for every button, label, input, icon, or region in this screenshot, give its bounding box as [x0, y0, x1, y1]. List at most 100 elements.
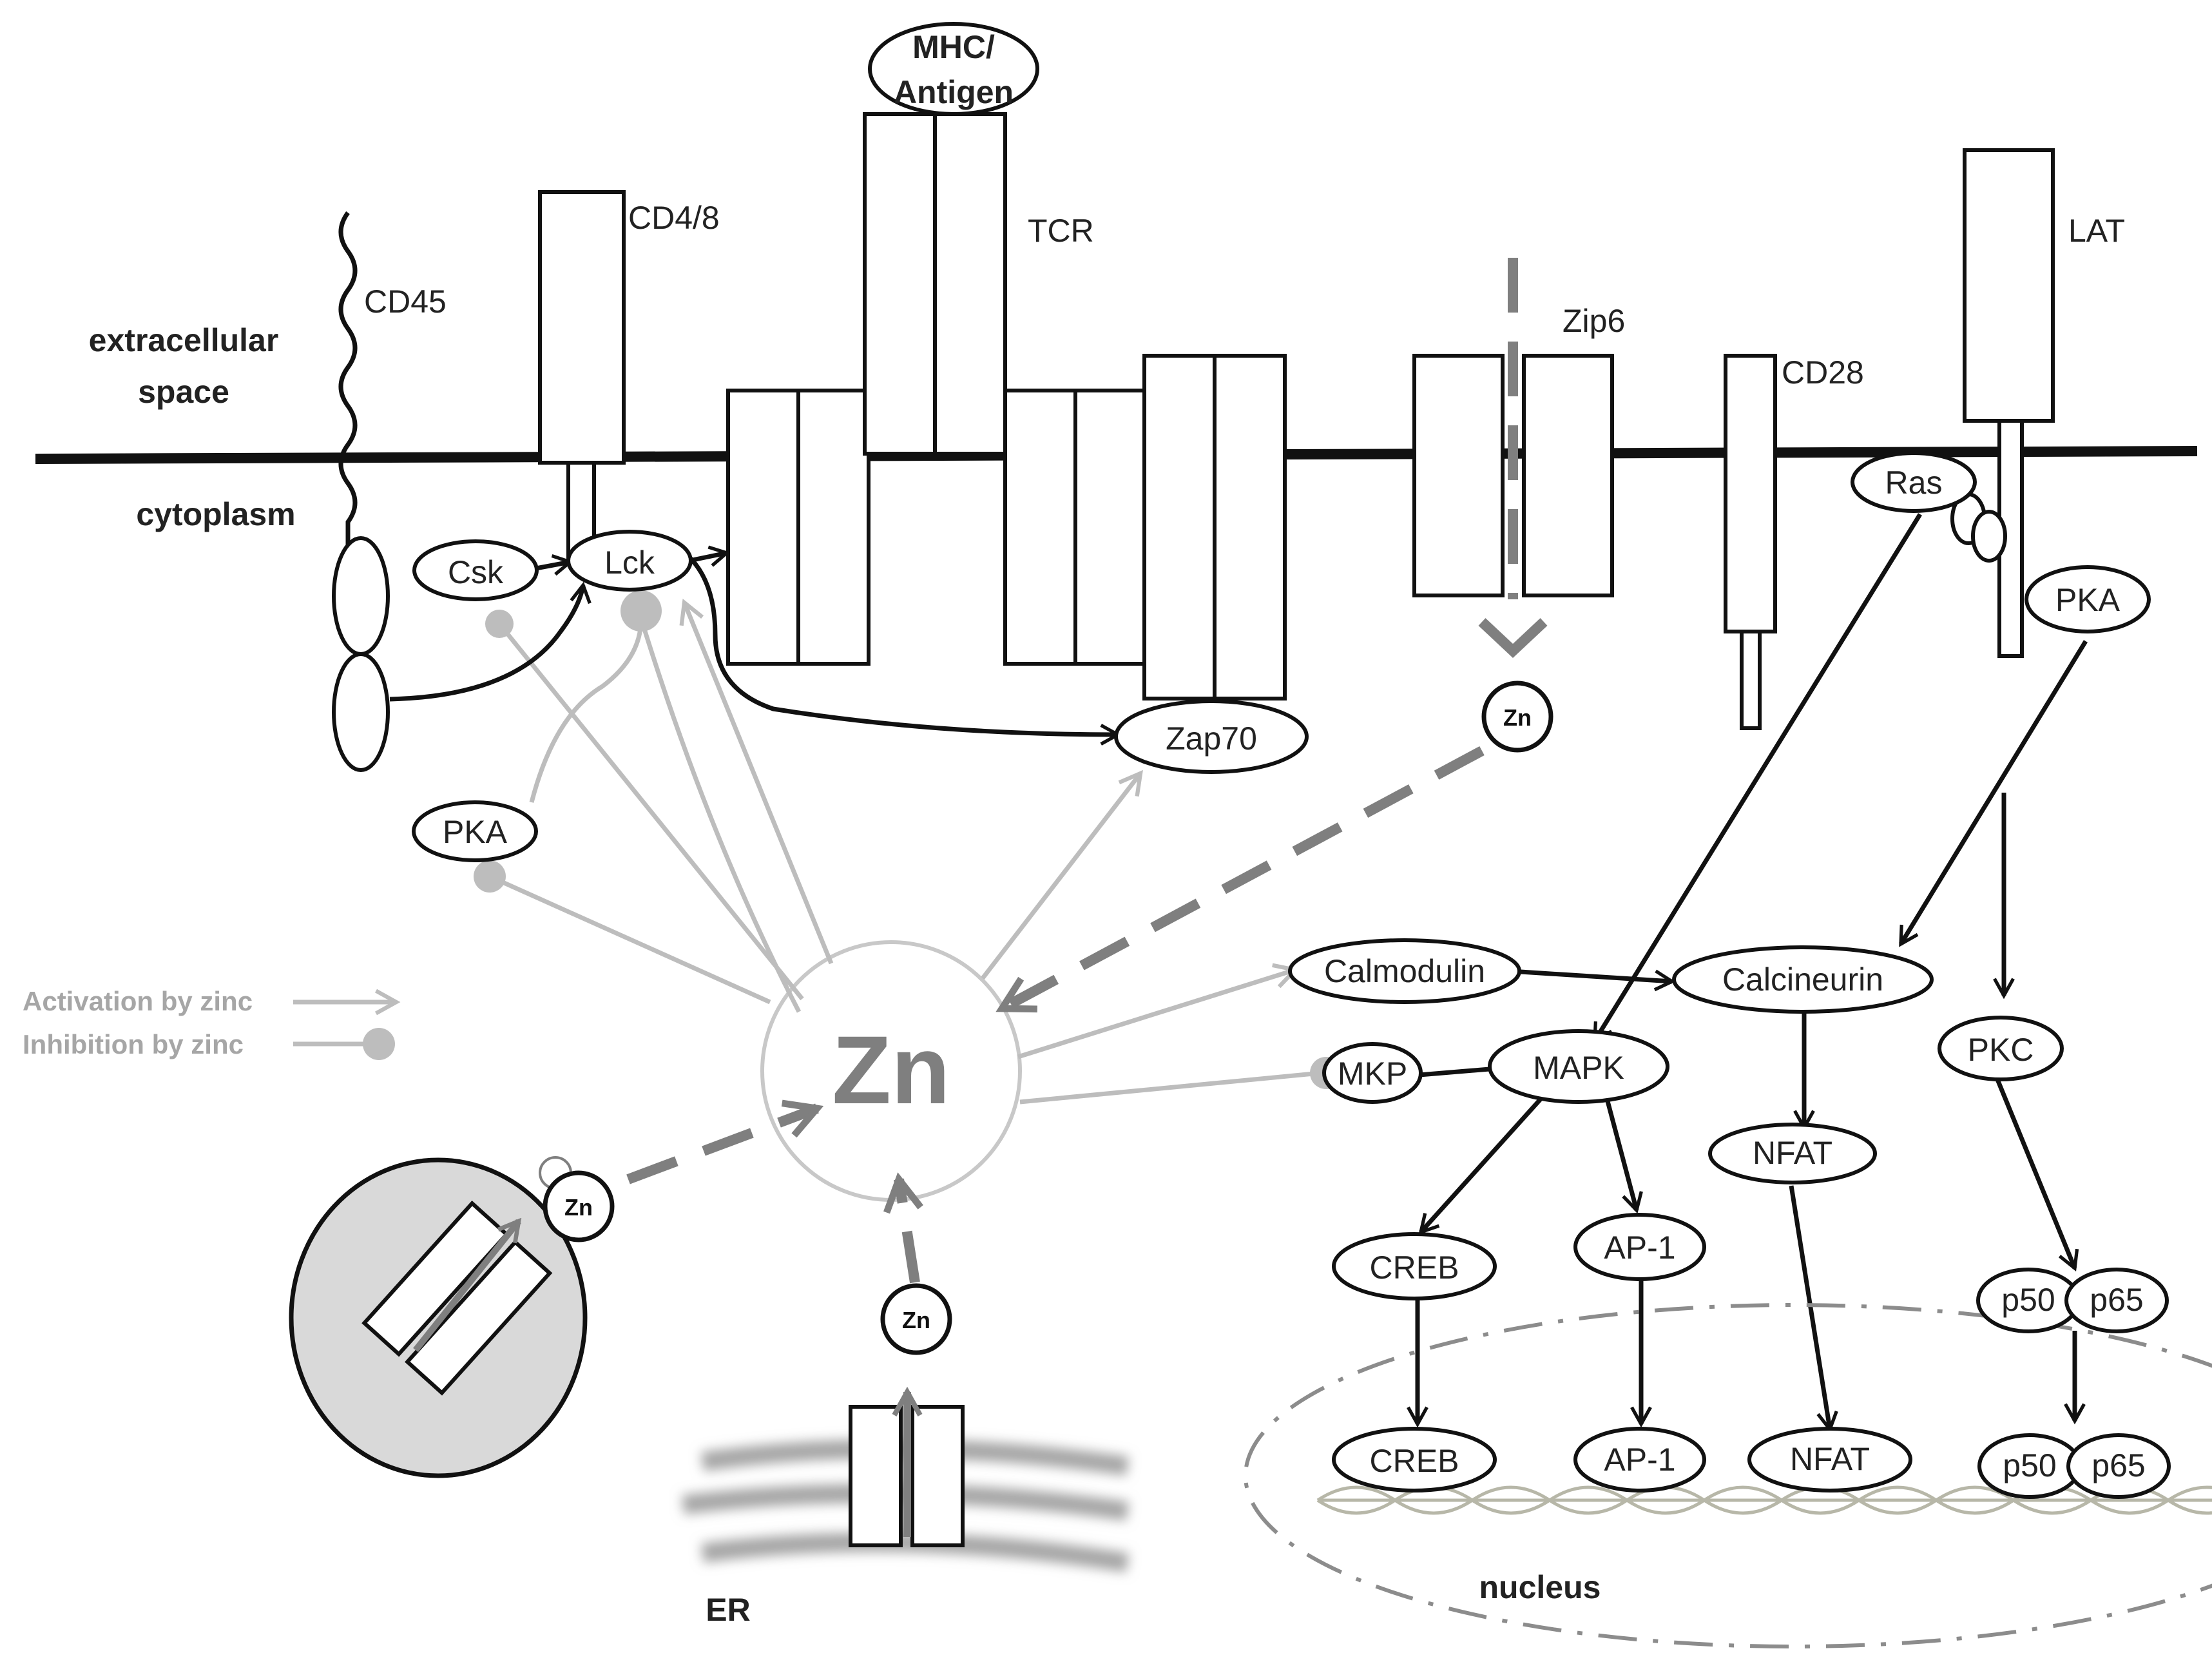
cd45-intracellular-domain-1	[332, 536, 390, 656]
zip6-zinc-ion	[1481, 681, 1553, 753]
er-zinc-transporter-right	[910, 1405, 965, 1547]
creb-cytoplasmic-node: CREB	[1332, 1232, 1497, 1300]
zinc-inhibits-mkp	[1019, 1070, 1322, 1105]
cytoplasm-label: cytoplasm	[136, 496, 295, 532]
cd45-receptor	[338, 211, 358, 548]
er-zinc-transporter-left	[849, 1405, 903, 1547]
svg-text:AP-1: AP-1	[1604, 1230, 1675, 1266]
ap1-cytoplasmic-node: AP-1	[1573, 1213, 1706, 1281]
vesicle-zinc-influx-arrow	[626, 1108, 817, 1184]
signaling-arrows	[389, 513, 2088, 1433]
mapk-to-creb	[1418, 1087, 1552, 1235]
zip6-subunit-left	[1412, 354, 1505, 597]
pka-inhibition-dot	[474, 860, 506, 893]
svg-text:MKP: MKP	[1338, 1056, 1407, 1092]
vesicle-zinc-ion	[543, 1170, 615, 1242]
svg-text:Calmodulin: Calmodulin	[1324, 953, 1485, 989]
svg-text:NFAT: NFAT	[1753, 1135, 1832, 1171]
nucleus-label: nucleus	[1479, 1569, 1601, 1605]
dna-helix	[1316, 1485, 2212, 1515]
legend: Activation by zinc Inhibition by zinc	[23, 986, 401, 1060]
p65-cytoplasmic-label: p65	[2090, 1282, 2143, 1318]
zip6-zinc-efflux-arrowhead	[1478, 618, 1548, 658]
er-zinc-ion	[880, 1283, 952, 1355]
svg-text:CREB: CREB	[1370, 1250, 1459, 1286]
svg-text:AP-1: AP-1	[1604, 1442, 1675, 1478]
cd48-receptor	[538, 190, 626, 465]
svg-text:Ras: Ras	[1885, 465, 1943, 501]
zip6-zinc-ion-label: Zn	[1503, 704, 1532, 731]
zap70-node: Zap70	[1114, 699, 1309, 774]
lat-adaptor-2	[1971, 510, 2007, 563]
zip6-zinc-influx-arrow	[1002, 746, 1485, 1014]
nfat-nuclear-node: NFAT	[1747, 1427, 1912, 1492]
ras-to-mapk	[1593, 513, 1922, 1044]
er-zinc-ion-label: Zn	[902, 1307, 930, 1333]
nfat-nuclear-translocation	[1789, 1185, 1838, 1433]
pkc-to-p50-p65	[1995, 1078, 2079, 1272]
lck-to-tcr	[689, 545, 731, 567]
svg-text:Calcineurin: Calcineurin	[1722, 961, 1883, 998]
lck-node: Lck	[566, 530, 693, 592]
mapk-to-ap1	[1602, 1088, 1643, 1214]
pka-to-calcineurin	[1899, 640, 2088, 947]
zinc-activates-calmodulin	[1017, 963, 1300, 1059]
zinc-activates-lck	[679, 598, 834, 965]
cd45-label: CD45	[364, 284, 447, 320]
svg-text:CREB: CREB	[1370, 1443, 1459, 1479]
legend-inhibition-dot	[363, 1028, 395, 1060]
svg-text:PKC: PKC	[1968, 1032, 2034, 1068]
csk-inhibition-dot	[485, 610, 514, 638]
cd48-label: CD4/8	[628, 200, 720, 236]
tcr-label: TCR	[1028, 213, 1094, 249]
pka-right-node: PKA	[2024, 565, 2151, 633]
cd28-tail	[1740, 630, 1762, 730]
cd28-label: CD28	[1782, 354, 1864, 391]
extracellular-label-line2: space	[138, 374, 229, 410]
svg-text:MAPK: MAPK	[1533, 1050, 1624, 1086]
vesicle-zinc-flux-arrow	[413, 1221, 519, 1353]
extracellular-label-line1: extracellular	[89, 322, 279, 358]
calmodulin-to-calcineurin	[1520, 969, 1676, 992]
zinc-inhibits-pka	[488, 874, 771, 1005]
svg-text:Csk: Csk	[448, 554, 504, 590]
mhc-antigen	[868, 22, 1039, 116]
lck-inhibition-dot	[620, 590, 662, 632]
zip6-label: Zip6	[1563, 303, 1625, 339]
legend-activation-label: Activation by zinc	[23, 986, 253, 1016]
zinc-inhibits-lck	[639, 617, 802, 1013]
lat-receptor	[1963, 148, 2055, 423]
zinc-inhibits-csk	[497, 622, 804, 1001]
cd45-activates-lck	[389, 581, 591, 702]
mhc-antigen-label-line1: MHC/	[912, 29, 995, 65]
pka-left-node: PKA	[412, 800, 538, 862]
creb-nuclear-node: CREB	[1332, 1427, 1497, 1492]
vesicle-zinc-ion-label: Zn	[564, 1194, 593, 1221]
p65-nuclear-label: p65	[2092, 1447, 2145, 1483]
svg-text:Lck: Lck	[604, 545, 655, 581]
nfat-cytoplasmic-node: NFAT	[1708, 1123, 1877, 1184]
svg-text:PKA: PKA	[443, 814, 508, 850]
er-label: ER	[706, 1592, 750, 1628]
svg-text:Zap70: Zap70	[1166, 720, 1257, 757]
pka-inhibits-lck	[529, 618, 644, 803]
ap1-nuclear-node: AP-1	[1573, 1427, 1706, 1492]
mapk-node: MAPK	[1488, 1029, 1669, 1104]
p50-p65-cytoplasmic-complex: p50 p65	[1976, 1268, 2169, 1333]
cd28-receptor	[1724, 354, 1777, 633]
p50-p65-nuclear-complex: p50 p65	[1977, 1433, 2171, 1499]
zinc-effects	[488, 598, 1322, 1105]
er-zinc-influx-arrow	[899, 1179, 915, 1284]
calmodulin-node: Calmodulin	[1288, 938, 1521, 1004]
ras-node: Ras	[1851, 451, 1977, 513]
svg-text:PKA: PKA	[2055, 582, 2121, 618]
svg-text:NFAT: NFAT	[1790, 1441, 1870, 1477]
vesicle-zinc-transporter	[361, 1201, 553, 1396]
lck-to-zap70	[684, 552, 1122, 746]
calcineurin-node: Calcineurin	[1672, 945, 1934, 1014]
zinc-activates-zap70	[981, 769, 1143, 980]
mkp-node: MKP	[1322, 1042, 1423, 1104]
cd45-intracellular-domain-2	[332, 652, 390, 772]
lat-label: LAT	[2068, 213, 2125, 249]
